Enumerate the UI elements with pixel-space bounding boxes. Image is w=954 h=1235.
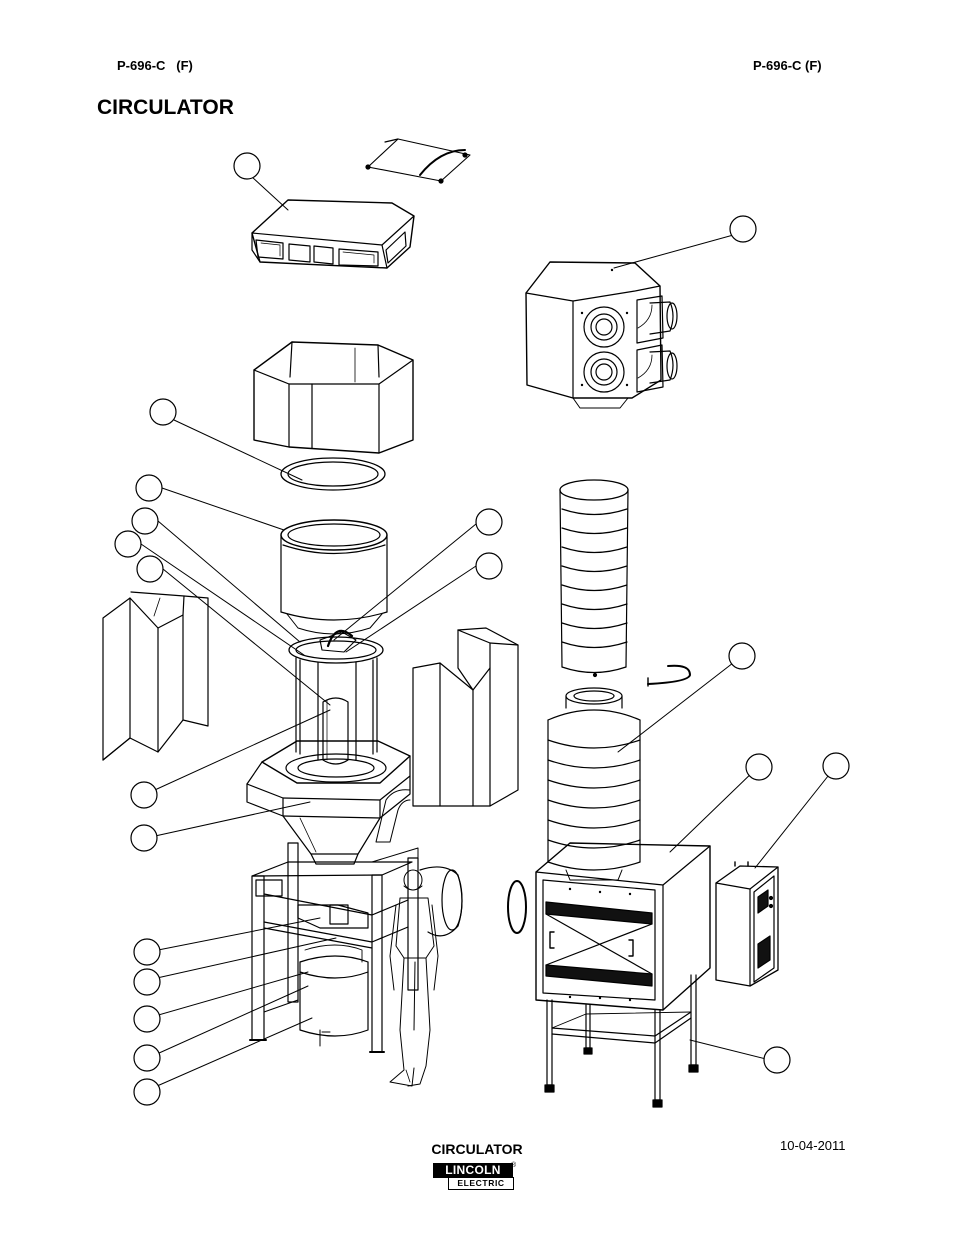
frame-and-hopper (246, 629, 411, 865)
filter-stack-lower (547, 687, 641, 881)
revision-date: 10-04-2011 (780, 1138, 846, 1153)
callout-balloon (763, 1046, 791, 1074)
callout-balloon (114, 530, 142, 558)
electrical-box (715, 861, 779, 987)
human-figure (389, 869, 439, 1087)
upper-housing (253, 341, 414, 454)
gasket-ring (280, 457, 386, 491)
callout-balloon (133, 1044, 161, 1072)
callout-balloon (130, 781, 158, 809)
callout-balloon (136, 555, 164, 583)
lower-stand (249, 842, 463, 1053)
callout-balloon (233, 152, 261, 180)
callout-balloon (475, 552, 503, 580)
top-cap (251, 199, 415, 269)
callout-balloon (728, 642, 756, 670)
cabinet-stand (544, 974, 699, 1108)
wire-bracket (365, 138, 471, 184)
filter-cartridge (280, 519, 388, 635)
callout-balloon (729, 215, 757, 243)
footer-title: CIRCULATOR (431, 1141, 523, 1157)
callout-balloon (133, 1005, 161, 1033)
left-side-panels (102, 591, 209, 761)
filter-stack-upper (559, 479, 629, 678)
callout-balloon (133, 938, 161, 966)
clamp-ring (647, 664, 691, 687)
leader-lines (140, 176, 837, 1091)
callout-balloon (133, 968, 161, 996)
callout-balloon (745, 753, 773, 781)
callout-balloons (114, 152, 850, 1106)
callout-balloon (133, 1078, 161, 1106)
main-cabinet (535, 842, 711, 1011)
callout-balloon (131, 507, 159, 535)
callout-balloon (149, 398, 177, 426)
part-code-left: P-696-C (F) (117, 58, 193, 73)
callout-balloon (475, 508, 503, 536)
logo-brand-top: LINCOLN (433, 1163, 513, 1178)
callout-balloon (822, 752, 850, 780)
door-gasket (507, 880, 527, 934)
logo-brand-bottom: ELECTRIC (448, 1177, 514, 1190)
part-code-right: P-696-C (F) (753, 58, 822, 73)
callout-balloon (130, 824, 158, 852)
lincoln-electric-logo: LINCOLN ELECTRIC ® (433, 1162, 517, 1190)
right-side-panels (412, 627, 519, 807)
registered-mark: ® (511, 1162, 517, 1169)
page-title: CIRCULATOR (97, 96, 234, 119)
plenum-box (525, 261, 678, 409)
callout-balloon (135, 474, 163, 502)
